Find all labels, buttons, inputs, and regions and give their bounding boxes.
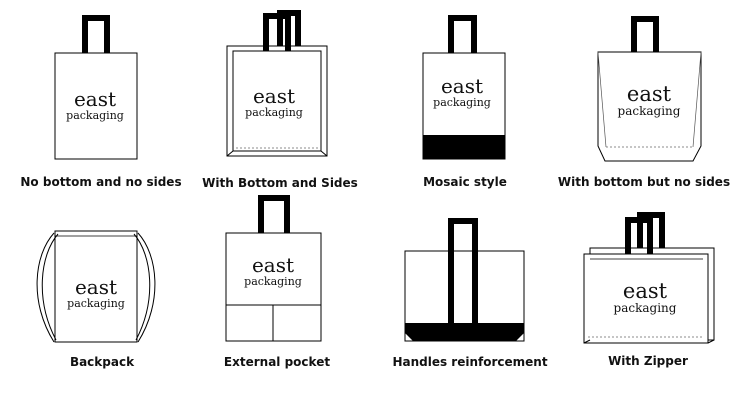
brand-east: east: [441, 74, 483, 98]
bag-mosaic-style: east packaging: [422, 15, 506, 160]
handle-reinforced: [448, 218, 478, 330]
brand-packaging: packaging: [244, 275, 302, 288]
caption-external-pocket: External pocket: [223, 355, 331, 369]
side-fold: [597, 51, 607, 148]
bottom-fold: [226, 150, 234, 157]
handle: [631, 16, 659, 53]
brand-east: east: [74, 87, 116, 111]
handle-front: [263, 13, 291, 52]
handle: [82, 15, 110, 54]
bag-no-bottom-no-sides: east packaging: [54, 15, 138, 160]
bag-external-pocket: east packaging: [225, 195, 322, 342]
caption-backpack: Backpack: [69, 355, 135, 369]
side-fold: [692, 51, 702, 148]
handle: [448, 15, 477, 54]
side-fold: [707, 339, 715, 344]
caption-with-zipper: With Zipper: [608, 354, 688, 368]
brand-east: east: [253, 84, 295, 108]
bag-body: [54, 52, 138, 160]
bag-body: [583, 253, 709, 344]
bag-with-bottom-and-sides: east packaging: [226, 10, 328, 157]
caption-with-bottom-no-sides: With bottom but no sides: [557, 175, 731, 189]
bag-backpack: east packaging: [36, 230, 156, 343]
bottom-fold: [320, 150, 328, 157]
caption-with-bottom-and-sides: With Bottom and Sides: [202, 176, 358, 190]
brand-east: east: [252, 253, 294, 277]
bag-with-bottom-no-sides: east packaging: [597, 16, 702, 162]
handle-back: [637, 212, 665, 249]
brand-packaging: packaging: [66, 109, 124, 122]
brand-packaging: packaging: [433, 96, 491, 109]
bag-body: [232, 50, 322, 152]
caption-mosaic-style: Mosaic style: [423, 175, 507, 189]
drawstring-left: [41, 233, 59, 341]
handle: [258, 195, 290, 234]
handle-front: [625, 217, 653, 256]
brand-east: east: [627, 82, 672, 106]
side-fold: [583, 339, 591, 344]
bag-handles-reinforcement: [404, 218, 525, 342]
drawstring-right: [133, 233, 151, 341]
brand-east: east: [75, 275, 117, 299]
brand-east: east: [623, 279, 668, 303]
drawstring-right: [137, 232, 156, 343]
caption-no-bottom-no-sides: No bottom and no sides: [20, 175, 182, 189]
caption-handles-reinforcement: Handles reinforcement: [392, 355, 548, 369]
bag-body: [54, 230, 138, 343]
bag-with-zipper: east packaging: [583, 212, 715, 344]
brand-packaging: packaging: [618, 104, 681, 118]
mosaic-bottom-band: [423, 135, 505, 159]
drawstring-left: [36, 232, 55, 343]
brand-packaging: packaging: [614, 301, 677, 315]
brand-packaging: packaging: [67, 297, 125, 310]
brand-packaging: packaging: [245, 106, 303, 119]
reinforcement-bottom-band: [405, 323, 524, 341]
